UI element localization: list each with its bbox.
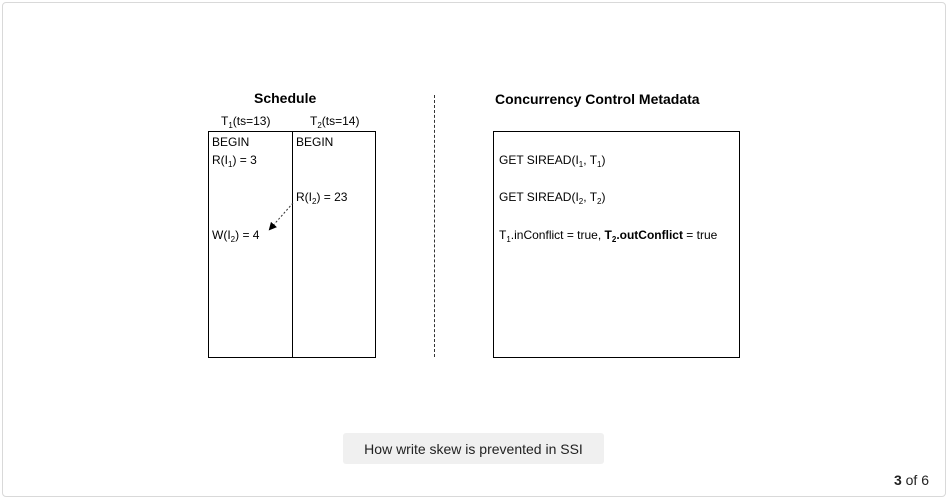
t1-header-name: T (221, 114, 229, 128)
t1-write: W(I2) = 4 (212, 228, 260, 244)
ml2-pre: GET SIREAD(I (499, 190, 579, 204)
ml3-t: T (499, 228, 507, 242)
t2-column (292, 131, 376, 358)
slide-pager: 3 of 6 (894, 472, 929, 488)
metadata-box (493, 131, 740, 358)
ml3-a: .inConflict = true, (510, 228, 605, 242)
t2-read-post: ) = 23 (316, 190, 348, 204)
t1-write-post: ) = 4 (235, 228, 260, 242)
t1-read-pre: R(I (212, 153, 228, 167)
ml2-mid: , T (583, 190, 598, 204)
t1-read: R(I1) = 3 (212, 153, 257, 169)
ml2-sub1: 2 (578, 197, 584, 206)
t1-begin: BEGIN (212, 135, 250, 149)
metadata-title: Concurrency Control Metadata (495, 91, 700, 107)
ml3-b: T (604, 228, 612, 242)
t2-read-pre: R(I (296, 190, 312, 204)
ml1-sub2: 1 (597, 160, 602, 169)
t1-write-sub: 2 (230, 235, 236, 244)
ml3-d: = true (682, 228, 718, 242)
t2-read: R(I2) = 23 (296, 190, 348, 206)
ml2-sub2: 2 (597, 197, 602, 206)
t1-header-sub: 1 (228, 121, 233, 130)
t1-read-post: ) = 3 (232, 153, 257, 167)
t2-read-sub: 2 (312, 197, 317, 206)
ml1-sub1: 1 (578, 160, 584, 169)
pager-current: 3 (893, 472, 902, 488)
ml1-post: ) (601, 153, 606, 167)
t1-write-pre: W(I (212, 228, 231, 242)
t1-header: T1(ts=13) (221, 114, 271, 130)
metadata-line-1: GET SIREAD(I1, T1) (499, 153, 606, 169)
ml3-c: .outConflict (616, 228, 683, 242)
t2-header-sub: 2 (317, 121, 322, 130)
t2-begin: BEGIN (296, 135, 334, 149)
ml3-bsub: 2 (611, 235, 617, 244)
ml3-tsub: 1 (506, 235, 511, 244)
schedule-title: Schedule (254, 90, 317, 106)
ml1-mid: , T (583, 153, 598, 167)
ml2-post: ) (601, 190, 606, 204)
pager-total: of 6 (905, 472, 929, 488)
t2-header: T2(ts=14) (310, 114, 360, 130)
t1-read-sub: 1 (228, 160, 233, 169)
t1-header-ts: (ts=13) (232, 114, 271, 128)
t2-header-name: T (310, 114, 318, 128)
metadata-line-2: GET SIREAD(I2, T2) (499, 190, 606, 206)
section-divider (434, 95, 435, 357)
slide-caption: How write skew is prevented in SSI (343, 433, 604, 464)
ml1-pre: GET SIREAD(I (499, 153, 579, 167)
metadata-line-3: T1.inConflict = true, T2.outConflict = t… (499, 228, 718, 244)
t2-header-ts: (ts=14) (321, 114, 360, 128)
